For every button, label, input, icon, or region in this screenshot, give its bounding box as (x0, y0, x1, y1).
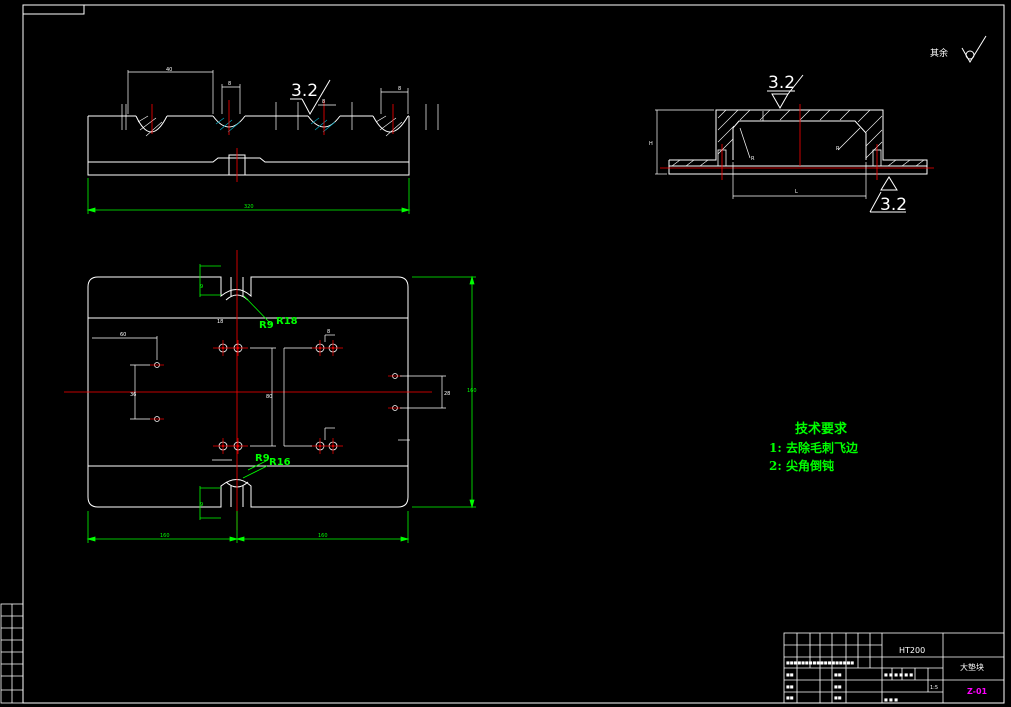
svg-text:8: 8 (228, 81, 231, 87)
svg-text:160: 160 (160, 533, 170, 539)
side-section-view: H L R R (649, 104, 934, 199)
radius-label-bottom-small: R9 (255, 453, 270, 464)
svg-text:■■: ■■ (834, 672, 842, 677)
svg-text:60: 60 (120, 332, 126, 338)
svg-text:36: 36 (130, 392, 136, 398)
roughness-mark-side-bottom (869, 176, 906, 213)
roughness-value-side-top: 3.2 (768, 73, 795, 93)
svg-text:320: 320 (244, 204, 254, 210)
svg-text:■■: ■■ (786, 672, 794, 677)
svg-text:28: 28 (444, 391, 450, 397)
svg-text:160: 160 (318, 533, 328, 539)
svg-text:8: 8 (398, 86, 401, 92)
radius-label-top-large: R18 (276, 316, 298, 327)
mounting-holes (150, 340, 402, 454)
svg-text:■■: ■■ (786, 684, 794, 689)
tech-requirement-item-2: 2: 尖角倒钝 (769, 458, 834, 473)
roughness-mark-front (290, 79, 331, 116)
radius-label-top-small: R9 (259, 320, 274, 331)
front-view: 40 8 8 8 320 (86, 67, 439, 214)
svg-text:8: 8 (322, 99, 325, 105)
radius-label-bottom-large: R16 (269, 457, 291, 468)
tech-requirement-item-1: 1: 去除毛刺飞边 (769, 440, 859, 455)
svg-text:160: 160 (467, 388, 477, 394)
roughness-value-side-bottom: 3.2 (880, 195, 907, 215)
tech-requirements-title: 技术要求 (795, 421, 848, 437)
svg-text:■ ■ ■ ■ ■ ■: ■ ■ ■ ■ ■ ■ (884, 672, 913, 677)
svg-text:■■■■■■■■■■■■■■■■■■: ■■■■■■■■■■■■■■■■■■ (786, 660, 854, 665)
title-block-drawing-no: Z-01 (967, 687, 988, 696)
svg-text:9: 9 (200, 502, 203, 508)
title-block-part-name: 大垫块 (960, 662, 984, 672)
plan-view: 60 36 80 28 18 8 160 160 160 9 9 (64, 250, 477, 543)
svg-text:8: 8 (327, 329, 330, 335)
title-block-material: HT200 (899, 646, 925, 655)
title-block-cell-marks: ■■■■■■■■■■■■■■■■■■ ■■ ■■ ■■ ■■ ■■ ■■ ■ ■… (786, 660, 913, 702)
svg-text:■■: ■■ (834, 684, 842, 689)
roughness-mark-side-top (767, 74, 804, 110)
svg-text:18: 18 (217, 319, 223, 325)
svg-text:■■: ■■ (834, 695, 842, 700)
svg-text:H: H (649, 141, 653, 147)
title-block (783, 632, 1005, 704)
svg-text:R: R (751, 156, 755, 162)
svg-text:9: 9 (200, 284, 203, 290)
svg-text:■ ■ ■: ■ ■ ■ (884, 697, 898, 702)
svg-text:L: L (795, 189, 798, 195)
svg-text:R: R (836, 146, 840, 152)
roughness-rest-symbol (961, 35, 987, 63)
title-block-scale: 1:5 (930, 685, 938, 691)
sheet-frame (22, 4, 1005, 704)
svg-text:80: 80 (266, 394, 272, 400)
svg-text:40: 40 (166, 67, 172, 73)
left-revision-strip (0, 603, 24, 704)
roughness-value-front: 3.2 (291, 81, 318, 101)
svg-text:■■: ■■ (786, 695, 794, 700)
roughness-rest-label: 其余 (930, 47, 948, 59)
